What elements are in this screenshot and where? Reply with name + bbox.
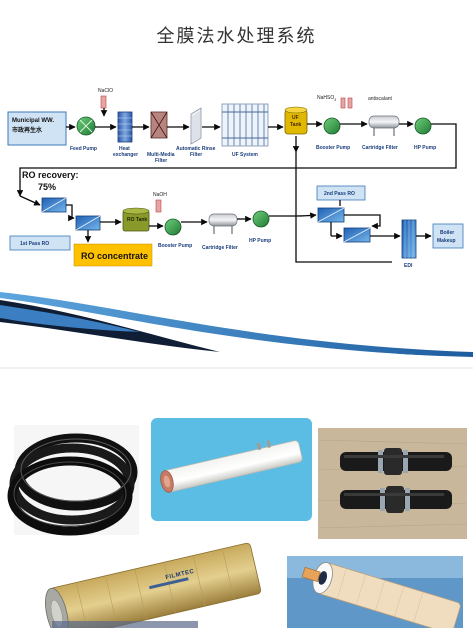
automatic-rinse-filter: Automatic Rinse Filter — [176, 107, 216, 158]
municipal-ww-box: Municipal WW. 市政再生水 — [7, 111, 67, 146]
booster-pump-2: Booster Pump — [158, 218, 192, 249]
decorative-swoosh — [0, 292, 473, 369]
hp-pump-2: HP Pump — [249, 210, 271, 244]
boiler-label-2: Makeup — [437, 238, 456, 244]
mm-filter-label-2: Filter — [155, 158, 167, 164]
heat-exchanger-label-2: exchanger — [113, 152, 138, 158]
photo-cutaway-element — [287, 556, 463, 628]
row2-flow-lines — [19, 152, 432, 263]
nahso3-label: NaHSO3 — [317, 95, 336, 102]
ro-tank-label: RO Tank — [127, 217, 147, 223]
nahso3-subscript: 3 — [334, 98, 336, 102]
screen-filter-icon — [190, 107, 202, 145]
heat-exchanger-icon — [117, 111, 133, 143]
heat-exchanger: Heat exchanger — [113, 111, 138, 158]
cartridge-filter-1-label: Cartridge Filter — [362, 145, 398, 151]
booster-pump-1-label: Booster Pump — [316, 145, 350, 151]
ro-concentrate-label: RO concentrate — [81, 251, 148, 261]
booster-pump-2-label: Booster Pump — [158, 243, 192, 249]
naclo-label: NaClO — [98, 88, 113, 94]
ro-recovery-value: 75% — [38, 182, 56, 192]
heat-exchanger-label-1: Heat — [119, 146, 130, 152]
chemical-dosing-icon — [155, 199, 162, 213]
uf-system: UF System — [221, 103, 269, 158]
chemical-dosing-icon — [100, 95, 107, 109]
cartridge-filter-2: Cartridge Filter — [202, 213, 238, 251]
feed-pump: Feed Pump — [70, 116, 97, 152]
cartridge-filter-2-label: Cartridge Filter — [202, 245, 238, 251]
photo-interconnectors — [317, 428, 468, 539]
municipal-label-en: Municipal WW. — [12, 118, 54, 124]
first-pass-ro-box: 1st Pass RO — [9, 235, 71, 251]
cartridge-filter-1: Cartridge Filter — [362, 115, 400, 151]
first-pass-ro-label: 1st Pass RO — [20, 241, 49, 247]
second-pass-ro-label: 2nd Pass RO — [324, 191, 355, 197]
chemical-dosing-icon — [340, 97, 346, 109]
municipal-label-cn: 市政再生水 — [12, 126, 43, 134]
chemical-dosing-icon — [347, 97, 353, 109]
uf-system-label: UF System — [232, 152, 258, 158]
naoh-dosing: NaOH — [153, 192, 167, 213]
photo-filmtec-element: FILMTEC — [38, 542, 270, 628]
ro-tank: RO Tank — [122, 207, 150, 232]
photo-membrane-seals — [7, 425, 139, 536]
uf-rack-icon — [221, 103, 269, 147]
first-pass-ro-membranes — [41, 197, 101, 231]
edi-label: EDI — [404, 263, 413, 269]
pump-icon — [414, 117, 432, 135]
boiler-makeup-box: Boiler Makeup — [432, 223, 464, 249]
page-title: 全膜法水处理系统 — [156, 26, 317, 47]
nahso3-dosing: NaHSO3 — [317, 95, 353, 109]
ar-filter-label-1: Automatic Rinse — [176, 146, 216, 152]
antiscalant-label: antiscalant — [368, 96, 393, 102]
hp-pump-1-label: HP Pump — [414, 145, 436, 151]
nahso3-text: NaHSO — [317, 95, 334, 101]
cartridge-filter-icon — [208, 213, 238, 227]
uf-tank: UF Tank — [284, 106, 308, 135]
photo-pressure-vessel — [151, 418, 312, 521]
feed-pump-label: Feed Pump — [70, 146, 97, 152]
row1-flow-lines — [16, 108, 457, 197]
naclo-dosing: NaClO — [98, 88, 113, 109]
booster-pump-1: Booster Pump — [316, 117, 350, 151]
second-pass-ro-box: 2nd Pass RO — [316, 185, 366, 201]
boiler-label-1: Boiler — [440, 230, 454, 236]
ro-concentrate-box: RO concentrate — [73, 243, 153, 267]
uf-tank-label-1: UF — [292, 115, 299, 121]
pump-icon — [323, 117, 341, 135]
hp-pump-2-label: HP Pump — [249, 238, 271, 244]
uf-tank-label-2: Tank — [290, 122, 302, 128]
pump-icon — [252, 210, 270, 228]
pump-icon — [164, 218, 182, 236]
mm-filter-label-1: Multi-Media — [147, 152, 175, 158]
multi-media-filter: Multi-Media Filter — [147, 111, 175, 164]
naoh-label: NaOH — [153, 192, 167, 198]
second-pass-ro-membranes — [317, 207, 371, 243]
ar-filter-label-2: Filter — [190, 152, 202, 158]
hp-pump-1: HP Pump — [414, 117, 436, 151]
cartridge-filter-icon — [368, 115, 400, 129]
ro-recovery-label: RO recovery: — [22, 170, 79, 180]
edi-unit: EDI — [401, 219, 417, 269]
